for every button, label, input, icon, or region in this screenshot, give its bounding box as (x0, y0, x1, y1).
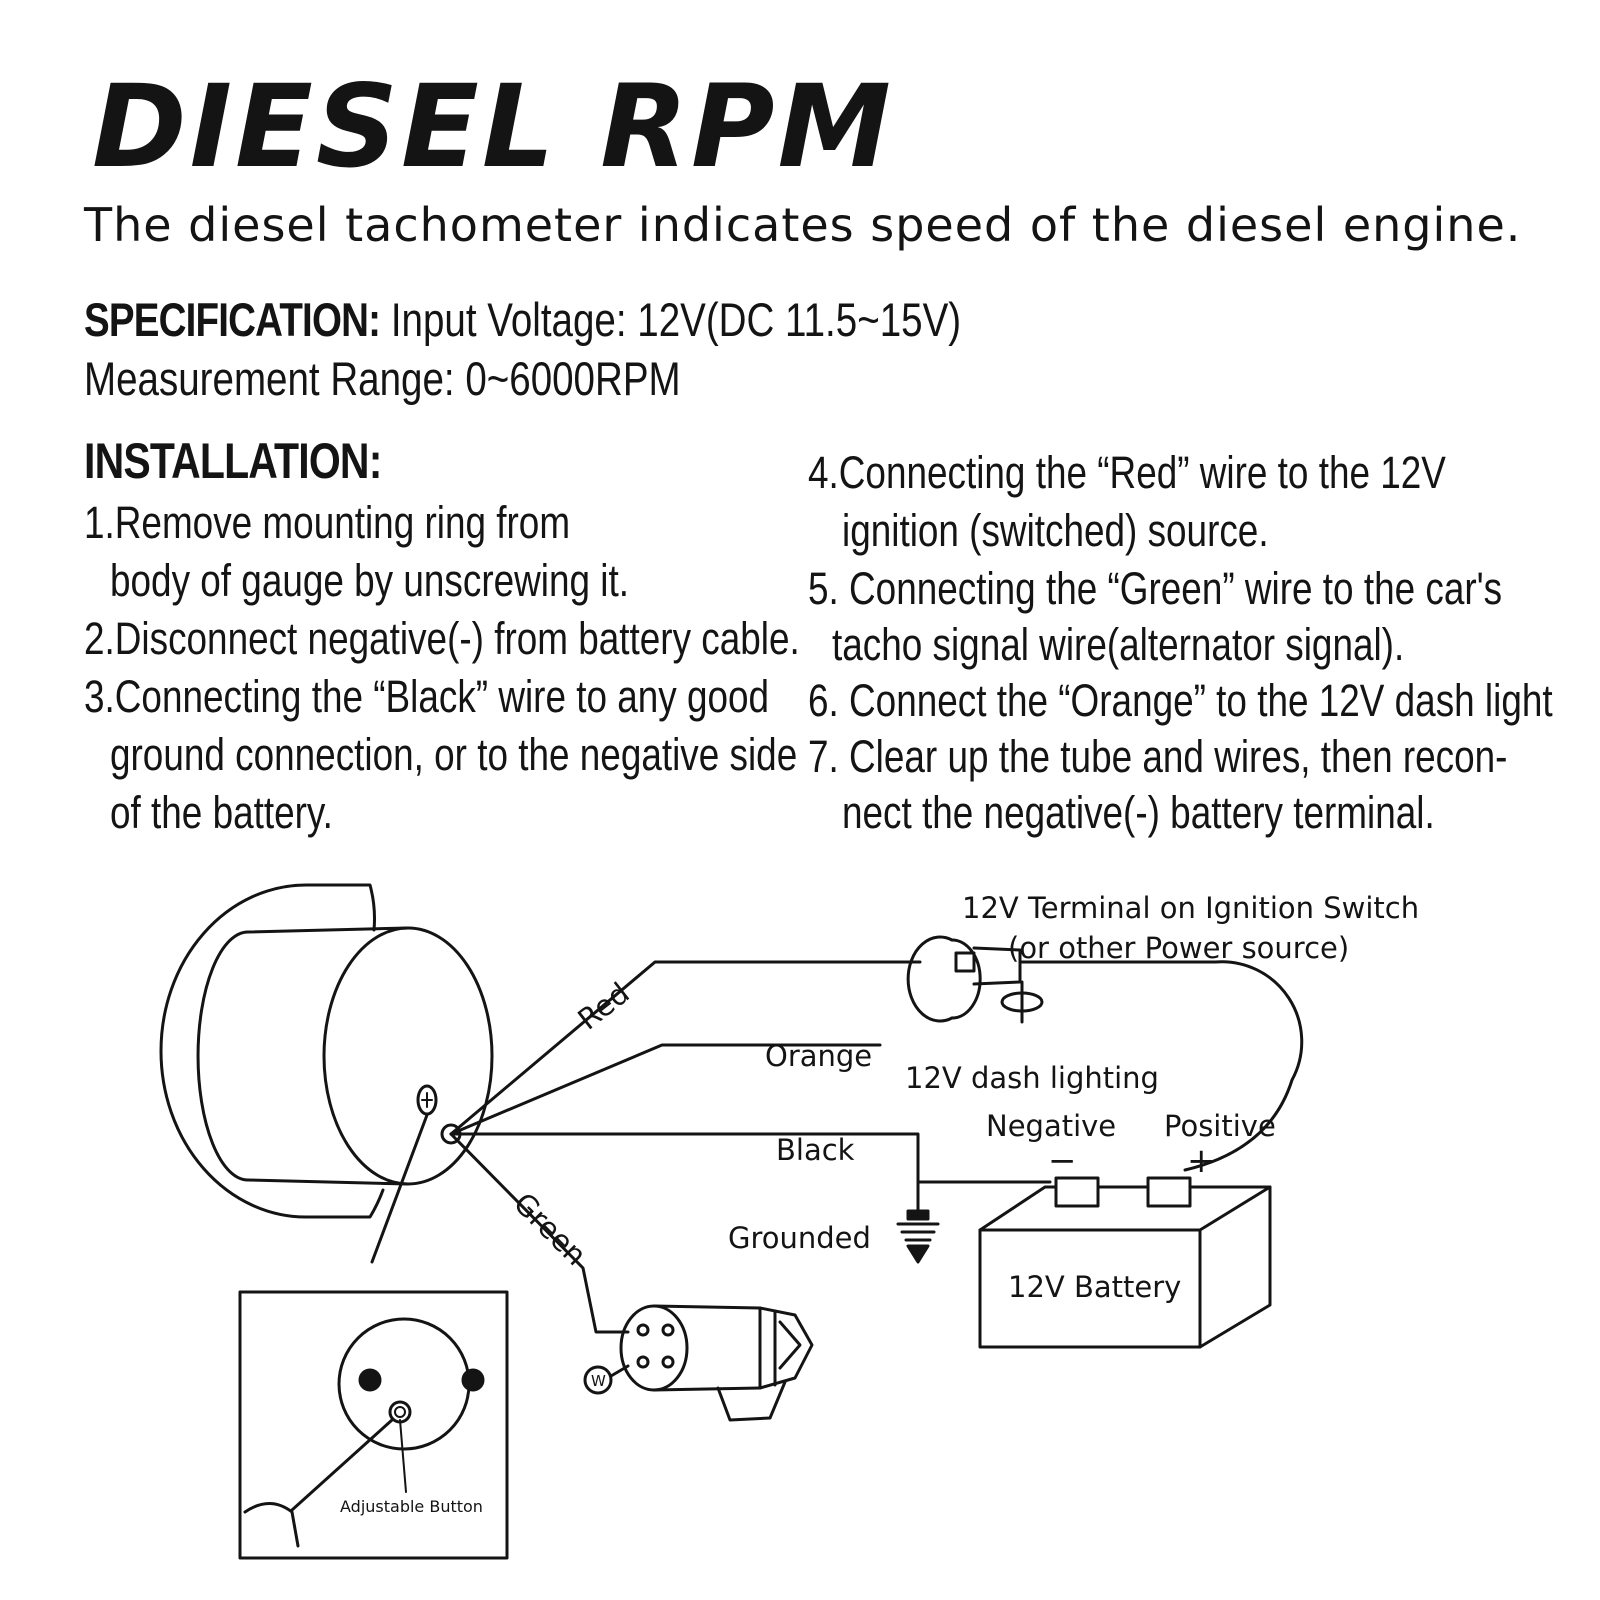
green-wire-label: Green (507, 1186, 593, 1272)
plus-sign: + (1187, 1141, 1216, 1181)
alternator-terminal-label: W (591, 1372, 606, 1390)
installation-label: INSTALLATION: (84, 433, 382, 489)
installation-step: body of gauge by unscrewing it. (110, 555, 629, 606)
installation-step: 4.Connecting the “Red” wire to the 12V (808, 447, 1446, 498)
installation-step: 1.Remove mounting ring from (84, 497, 571, 548)
installation-step: 3.Connecting the “Black” wire to any goo… (84, 671, 770, 722)
ignition-label: 12V Terminal on Ignition Switch (962, 891, 1419, 925)
adjustable-button-label: Adjustable Button (340, 1497, 483, 1516)
negative-label: Negative (986, 1109, 1116, 1143)
installation-step: ground connection, or to the negative si… (110, 729, 798, 780)
alternator-icon (583, 1304, 814, 1422)
positive-label: Positive (1164, 1109, 1276, 1143)
grounded-label: Grounded (728, 1221, 871, 1255)
specification-line: SPECIFICATION: Input Voltage: 12V(DC 11.… (84, 296, 961, 343)
measurement-range: Measurement Range: 0~6000RPM (84, 352, 681, 405)
green-wire (449, 1132, 630, 1334)
ground-icon (896, 1209, 940, 1264)
minus-sign: − (1048, 1141, 1077, 1181)
installation-step: 2.Disconnect negative(-) from battery ca… (84, 613, 800, 664)
installation-step: tacho signal wire(alternator signal). (832, 619, 1405, 670)
black-wire-label: Black (776, 1133, 855, 1167)
gauge-icon (159, 883, 494, 1264)
battery-label: 12V Battery (1008, 1270, 1181, 1304)
installation-step: ignition (switched) source. (842, 505, 1269, 556)
installation-step: of the battery. (110, 787, 333, 838)
installation-step: 6. Connect the “Orange” to the 12V dash … (808, 675, 1553, 726)
page-subtitle: The diesel tachometer indicates speed of… (84, 198, 1522, 252)
orange-wire-label: Orange (765, 1039, 872, 1073)
ignition-switch-icon (906, 935, 1044, 1024)
dash-lighting-label: 12V dash lighting (905, 1061, 1159, 1095)
adjustable-button-inset (238, 1290, 509, 1560)
specification-label: SPECIFICATION: (84, 293, 381, 346)
orange-wire (449, 1043, 882, 1136)
black-wire (449, 1132, 920, 1215)
installation-step: 7. Clear up the tube and wires, then rec… (808, 731, 1508, 782)
page-title: DIESEL RPM (92, 60, 895, 193)
ignition-sublabel: (or other Power source) (1008, 931, 1349, 965)
positive-wire (1038, 960, 1304, 1172)
battery-icon (978, 1176, 1272, 1349)
input-voltage: Input Voltage: 12V(DC 11.5~15V) (390, 293, 962, 346)
red-wire (449, 960, 922, 1136)
installation-step: 5. Connecting the “Green” wire to the ca… (808, 563, 1503, 614)
installation-step: nect the negative(-) battery terminal. (842, 787, 1435, 838)
